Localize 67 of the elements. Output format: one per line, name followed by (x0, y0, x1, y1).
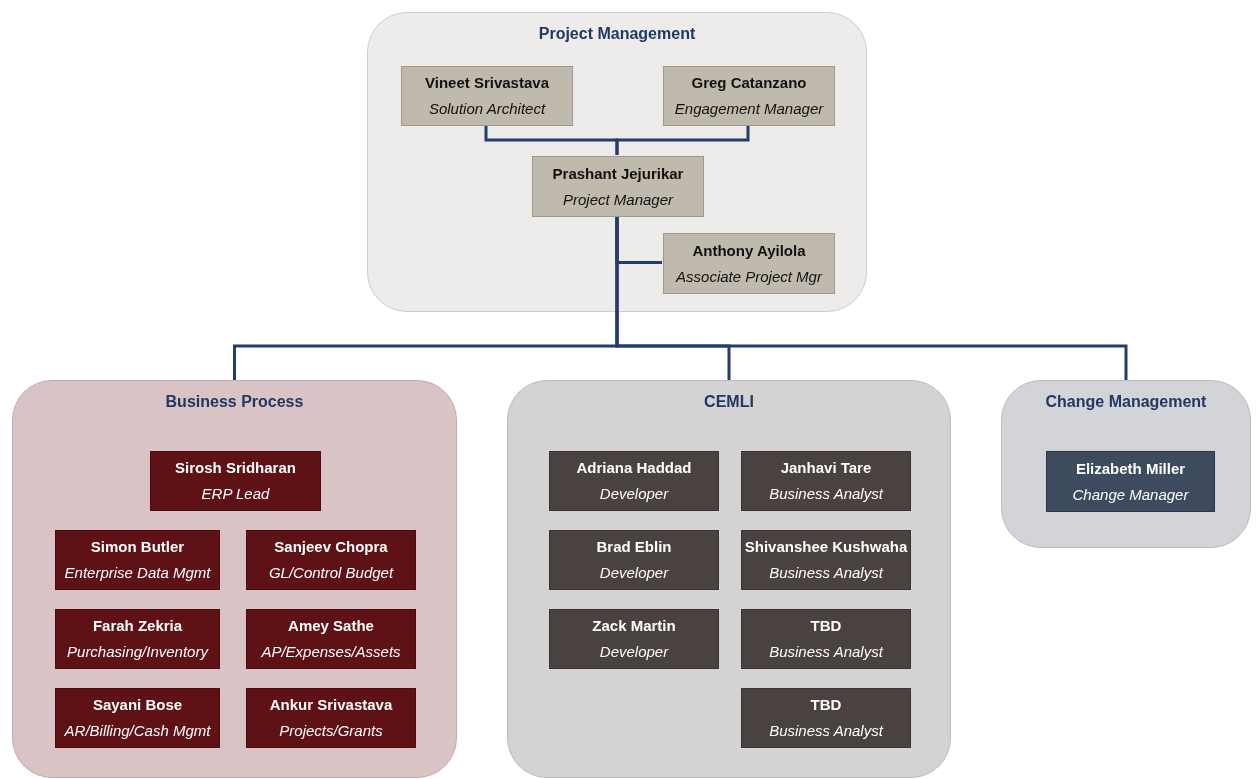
group-title: CEMLI (704, 393, 754, 411)
person-name: Amey Sathe (288, 616, 374, 636)
role-title: GL/Control Budget (268, 563, 394, 583)
role-title: ERP Lead (201, 484, 270, 504)
role-title: Business Analyst (769, 721, 883, 741)
role-title: Solution Architect (428, 99, 546, 119)
person-name: Zack Martin (592, 616, 676, 636)
group-panel (1001, 380, 1251, 548)
role-title: Purchasing/Inventory (67, 642, 208, 662)
person-name: Ankur Srivastava (269, 695, 393, 715)
person-name: Anthony Ayilola (692, 240, 806, 261)
person-box (663, 66, 835, 126)
group-panel (367, 12, 867, 312)
role-title: AR/Billing/Cash Mgmt (64, 721, 211, 741)
person-box (532, 156, 704, 217)
group-title: Change Management (1045, 393, 1207, 411)
person-name: TBD (810, 695, 842, 715)
role-title: Enterprise Data Mgmt (64, 563, 211, 583)
role-title: Business Analyst (769, 563, 883, 583)
group-panel (507, 380, 951, 778)
connector-line (615, 216, 1128, 380)
person-box (55, 609, 220, 669)
person-box (549, 451, 719, 511)
person-name: Sirosh Sridharan (175, 458, 296, 478)
role-title: Project Manager (562, 189, 674, 210)
person-box (246, 530, 416, 590)
role-title: Business Analyst (769, 642, 883, 662)
person-name: Sanjeev Chopra (274, 537, 388, 557)
role-title: Associate Project Mgr (676, 266, 822, 287)
role-title: Business Analyst (769, 484, 883, 504)
person-name: Adriana Haddad (576, 458, 692, 478)
role-title: Change Manager (1072, 484, 1189, 505)
person-box (741, 530, 911, 590)
person-name: Janhavi Tare (780, 458, 872, 478)
person-box (741, 451, 911, 511)
person-box (55, 530, 220, 590)
role-title: Engagement Manager (674, 99, 824, 119)
person-box (1046, 451, 1215, 512)
person-box (55, 688, 220, 748)
role-title: Projects/Grants (279, 721, 383, 741)
person-name: TBD (810, 616, 842, 636)
person-box (549, 530, 719, 590)
group-title: Business Process (165, 393, 304, 411)
group-title: Project Management (538, 25, 696, 43)
person-box (246, 609, 416, 669)
group-panel (12, 380, 457, 778)
role-title: AP/Expenses/Assets (261, 642, 401, 662)
person-box (401, 66, 573, 126)
person-name: Farah Zekria (92, 616, 183, 636)
person-name: Simon Butler (90, 537, 185, 557)
person-box (663, 233, 835, 294)
person-name: Prashant Jejurikar (552, 163, 684, 184)
connector-line (615, 125, 750, 155)
person-box (549, 609, 719, 669)
person-name: Brad Eblin (596, 537, 672, 557)
role-title: Developer (599, 563, 669, 583)
person-name: Shivanshee Kushwaha (744, 537, 908, 557)
person-box (741, 609, 911, 669)
person-box (246, 688, 416, 748)
person-box (741, 688, 911, 748)
person-name: Sayani Bose (92, 695, 183, 715)
person-name: Vineet Srivastava (425, 73, 549, 93)
person-name: Elizabeth Miller (1075, 458, 1186, 479)
role-title: Developer (599, 642, 669, 662)
person-box (150, 451, 321, 511)
role-title: Developer (599, 484, 669, 504)
person-name: Greg Catanzano (691, 73, 807, 93)
